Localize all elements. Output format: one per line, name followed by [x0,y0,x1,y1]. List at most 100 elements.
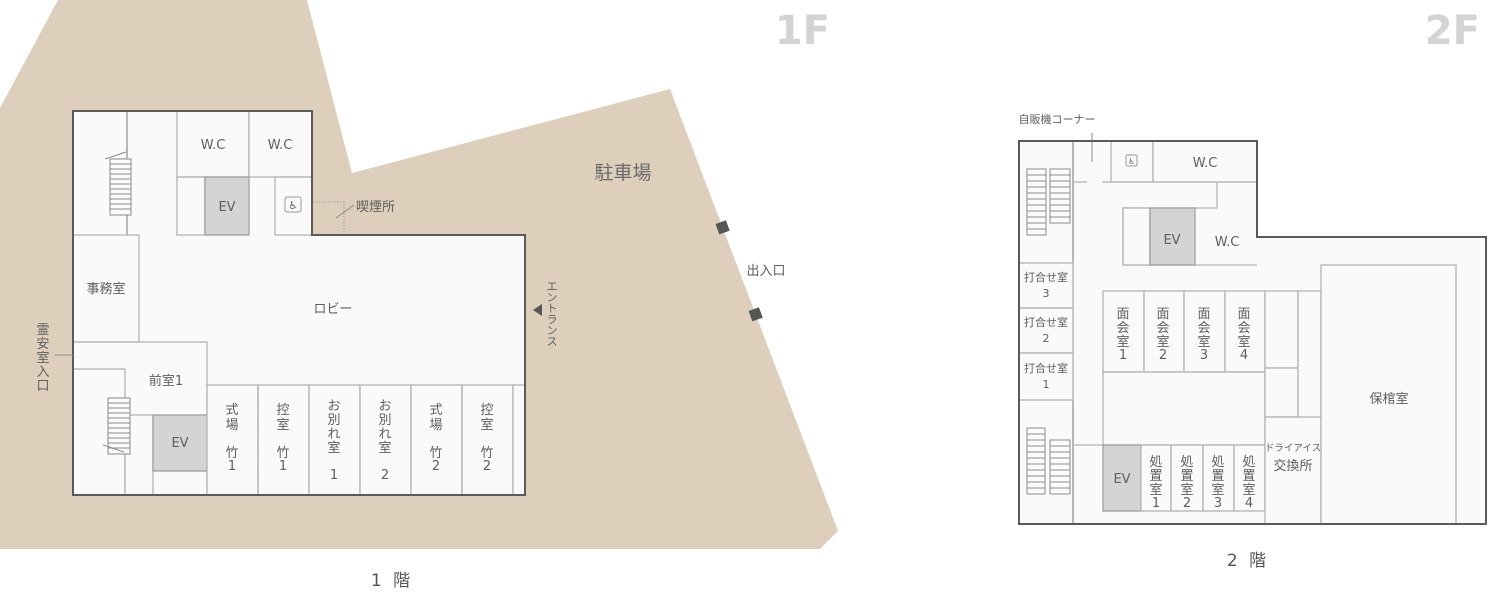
svg-text:れ: れ [327,427,340,442]
visitor-room-4 [1224,290,1266,373]
svg-text:2: 2 [381,468,389,483]
svg-text:1: 1 [1119,348,1127,363]
floor-2-plan: ♿ 自販機コーナー W.C EV W.C EV 打合せ室 3 打合せ室 [1018,8,1487,571]
svg-text:室: 室 [1116,334,1129,350]
svg-text:ス: ス [547,335,558,348]
label-vending: 自販機コーナー [1019,112,1096,126]
svg-text:面: 面 [1197,307,1210,322]
floor-1-plan: ♿ [0,0,838,591]
svg-text:室: 室 [1211,482,1224,498]
svg-text:室: 室 [1242,482,1255,498]
label-wc-left: W.C [201,138,226,153]
svg-text:エ: エ [547,280,558,293]
svg-text:場: 場 [429,418,442,433]
label-ev-top: EV [218,200,235,215]
svg-text:会: 会 [1237,321,1250,336]
svg-text:♿: ♿ [288,199,298,212]
label-coffin-room: 保棺室 [1369,391,1408,407]
svg-text:室: 室 [36,350,49,366]
svg-text:処: 処 [1180,455,1193,470]
svg-text:打合せ室: 打合せ室 [1024,315,1068,329]
svg-text:ン: ン [547,324,558,337]
label-office: 事務室 [86,281,125,297]
label-ev-top-2f: EV [1163,233,1180,248]
svg-text:3: 3 [1214,496,1222,511]
svg-text:打合せ室: 打合せ室 [1024,361,1068,375]
svg-text:竹: 竹 [276,446,289,461]
meeting-room-1 [1018,352,1074,401]
elevator-bottom-2f [1102,444,1142,512]
treatment-room-4 [1233,444,1266,512]
svg-text:2: 2 [432,459,440,474]
smoking-area-outline [313,201,345,235]
room-coffin [1320,264,1457,525]
treatment-room-2 [1170,444,1204,512]
svg-text:場: 場 [225,418,238,433]
svg-text:式: 式 [225,403,238,418]
label-meeting-rooms: 打合せ室 3 打合せ室 2 打合せ室 1 [1024,270,1068,391]
svg-text:室: 室 [1149,482,1162,498]
meeting-room-2 [1018,307,1074,354]
label-entrance: エ ン ト ラ ン ス [547,280,558,348]
svg-text:室: 室 [327,440,340,456]
small-rooms-row [206,384,526,496]
svg-text:安: 安 [36,337,49,352]
caption-floor-1: 1 階 [371,571,413,591]
svg-text:ト: ト [547,302,558,315]
small-room-1: 控 室 竹 1 [276,403,289,474]
svg-text:お: お [327,399,340,414]
label-gate: 出入口 [746,264,785,279]
svg-text:霊: 霊 [36,323,49,338]
svg-text:面: 面 [1116,307,1129,322]
svg-text:3: 3 [1200,348,1208,363]
svg-text:打合せ室: 打合せ室 [1024,270,1068,284]
svg-text:別: 別 [378,413,391,428]
label-ev-bottom-2f: EV [1113,472,1130,487]
svg-text:1: 1 [228,459,236,474]
staircase-icon [1026,427,1071,495]
svg-text:控: 控 [480,403,493,418]
wheelchair-icon: ♿ [1125,154,1138,167]
label-visitor-rooms: 面 会 室 1 面 会 室 2 面 会 室 3 面 会 室 4 [1116,307,1250,363]
elevator-top-2f [1149,207,1196,266]
svg-text:会: 会 [1116,321,1129,336]
small-room-2: お 別 れ 室 1 [327,399,340,483]
label-dry-ice-1: ドライアイス [1265,443,1321,454]
floor-mark-2f: 2F [1425,8,1480,54]
svg-text:室: 室 [1197,334,1210,350]
label-parking: 駐車場 [594,162,651,184]
svg-text:面: 面 [1237,307,1250,322]
label-treatment-rooms: 処 置 室 1 処 置 室 2 処 置 室 3 処 置 室 4 [1149,455,1255,511]
svg-text:お: お [378,399,391,414]
svg-text:入: 入 [36,365,49,380]
svg-text:4: 4 [1240,348,1248,363]
svg-text:室: 室 [1180,482,1193,498]
room-wc-top-2f [1152,140,1258,183]
svg-text:室: 室 [1237,334,1250,350]
svg-text:控: 控 [276,403,289,418]
caption-floor-2: 2 階 [1227,551,1269,571]
room-office [72,234,140,343]
svg-text:1: 1 [279,459,287,474]
svg-text:室: 室 [1156,334,1169,350]
meeting-room-3 [1018,262,1074,309]
svg-text:会: 会 [1197,321,1210,336]
label-reian-entrance: 霊 安 室 入 口 [36,323,49,394]
staircase-icon [1026,168,1071,236]
svg-text:式: 式 [429,403,442,418]
svg-text:1: 1 [330,468,338,483]
svg-text:別: 別 [327,413,340,428]
gate-marker-icon [715,220,730,235]
label-wc-right: W.C [268,138,293,153]
staircase-icon [104,151,132,216]
visitor-room-2 [1143,290,1185,373]
small-room-5: 控 室 竹 2 [480,403,493,474]
svg-text:2: 2 [1043,332,1050,345]
room-wc-right [248,110,313,178]
svg-text:室: 室 [480,417,493,433]
svg-text:処: 処 [1149,455,1162,470]
svg-text:2: 2 [1183,496,1191,511]
elevator-top-1f [204,176,250,236]
label-wc-top-2f: W.C [1193,156,1218,171]
small-room-3: お 別 れ 室 2 [378,399,391,483]
